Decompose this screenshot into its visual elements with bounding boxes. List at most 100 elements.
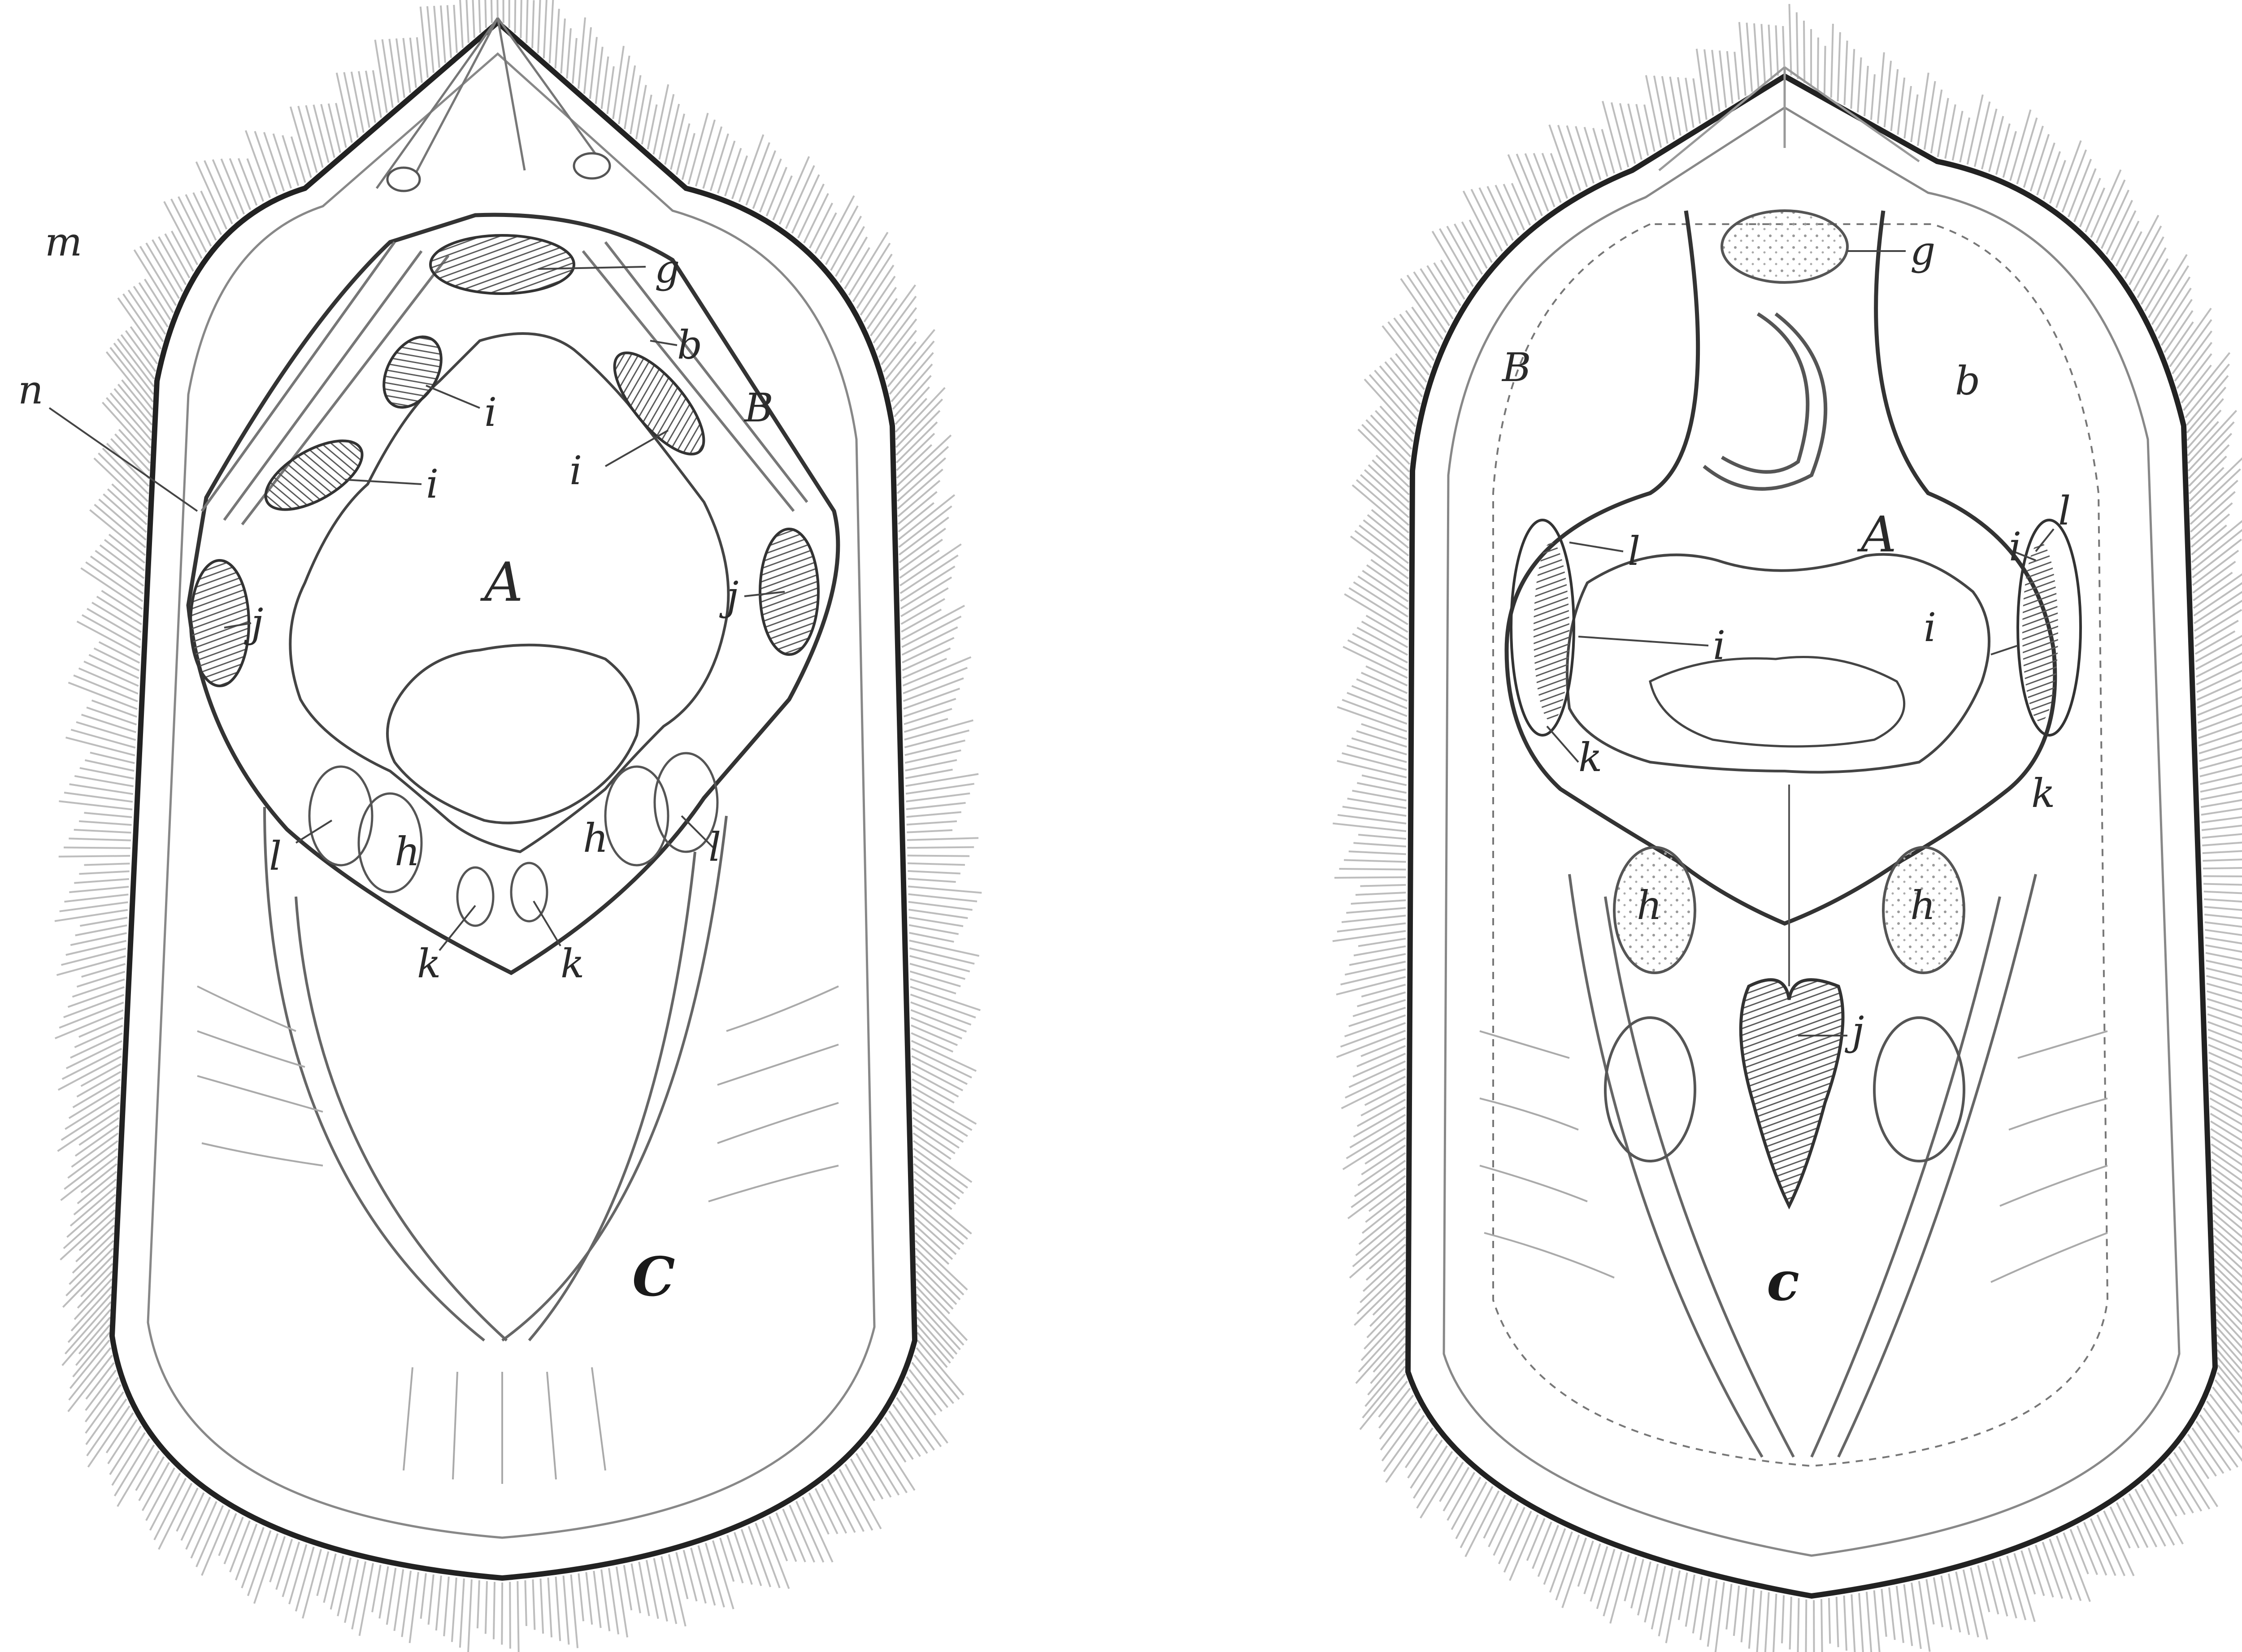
- cilium: [74, 879, 129, 883]
- cilium: [64, 847, 130, 848]
- cilium: [274, 134, 291, 188]
- cilium: [2207, 1014, 2242, 1037]
- cilium: [821, 196, 854, 259]
- cilium: [1356, 893, 1406, 895]
- cilium: [99, 499, 146, 540]
- cilium: [1347, 798, 1407, 808]
- cilium: [1593, 128, 1608, 177]
- organ-l: [655, 753, 717, 852]
- body-inner-wall: [1444, 108, 2179, 1556]
- cilium: [291, 137, 305, 183]
- cilium: [2203, 867, 2242, 868]
- cilium: [236, 1524, 256, 1580]
- cilium: [91, 556, 143, 594]
- cilium: [1726, 1584, 1731, 1629]
- cilium: [904, 1384, 947, 1443]
- cilium: [436, 1576, 441, 1630]
- cilium: [139, 283, 168, 327]
- label-i: i: [484, 389, 497, 435]
- label-C: c: [1767, 1250, 1799, 1313]
- cilium: [2195, 610, 2242, 638]
- cilium: [296, 1547, 314, 1612]
- cilium: [910, 979, 956, 993]
- cilium: [104, 540, 144, 571]
- cilium: [1612, 103, 1628, 167]
- cilium: [2175, 331, 2212, 381]
- cilium: [373, 70, 381, 118]
- cilium: [337, 73, 352, 143]
- cilium: [1727, 51, 1733, 104]
- cilium: [1747, 23, 1752, 92]
- cilium: [900, 544, 961, 585]
- label-g: g: [655, 246, 680, 292]
- cilium: [1337, 761, 1407, 777]
- organ-k: [511, 863, 547, 921]
- cilium: [112, 1433, 145, 1486]
- cilium: [75, 1126, 118, 1156]
- cilium: [1659, 1568, 1673, 1636]
- cilium: [434, 6, 439, 68]
- cilium: [1904, 1584, 1912, 1646]
- cilium: [864, 276, 895, 322]
- cilium: [901, 588, 948, 616]
- cilium: [2206, 961, 2242, 976]
- cilium: [815, 213, 836, 254]
- cilium: [803, 1497, 833, 1562]
- cilium: [417, 37, 422, 82]
- cilium: [2207, 999, 2242, 1013]
- cilium: [866, 1442, 899, 1495]
- cilium: [82, 715, 136, 732]
- cilium: [2043, 1542, 2063, 1599]
- cilium: [1734, 52, 1739, 100]
- lower-band: [502, 816, 726, 1340]
- cilium: [831, 216, 861, 270]
- cilium: [1380, 366, 1418, 412]
- label-B: B: [1501, 344, 1531, 390]
- cilium: [2096, 180, 2125, 243]
- cilium: [1603, 101, 1621, 170]
- cilium: [2187, 399, 2223, 440]
- cilium: [915, 1218, 956, 1254]
- cilium: [1360, 885, 1406, 886]
- cilium: [906, 812, 961, 817]
- cilium: [904, 709, 952, 724]
- cilium: [1366, 666, 1407, 685]
- cilium: [1464, 191, 1497, 257]
- cilium: [1551, 153, 1567, 199]
- cilium: [2133, 237, 2164, 291]
- cilium: [109, 534, 145, 563]
- cilium: [107, 443, 148, 486]
- cilium: [2202, 833, 2242, 837]
- cilium: [2203, 884, 2242, 885]
- cilium: [1360, 1374, 1405, 1430]
- cilium: [2203, 851, 2242, 853]
- cilium: [460, 1578, 464, 1648]
- organ-k: [457, 867, 493, 926]
- cilium: [2104, 1511, 2134, 1576]
- cilium: [826, 206, 858, 264]
- cilium: [910, 956, 970, 971]
- cilium: [64, 793, 133, 802]
- apical-pore: [574, 153, 610, 178]
- cilium: [178, 197, 206, 252]
- cilium: [352, 1561, 365, 1629]
- cilium: [123, 294, 161, 349]
- cilium: [906, 793, 970, 802]
- cilium: [590, 37, 597, 99]
- cilium: [69, 838, 131, 840]
- cilium: [1381, 1402, 1416, 1450]
- cilium: [1652, 1566, 1665, 1630]
- cilium: [2017, 118, 2037, 184]
- cilium: [1646, 75, 1661, 147]
- cilium: [2138, 248, 2166, 298]
- cilium: [2210, 1091, 2242, 1116]
- cilium: [884, 330, 917, 372]
- cilium: [1354, 1107, 1406, 1137]
- cilium: [517, 1581, 518, 1652]
- cilium: [671, 114, 684, 170]
- label-k: k: [1578, 734, 1602, 780]
- cilium: [1831, 24, 1833, 98]
- cilium: [550, 0, 553, 63]
- cilium: [1354, 946, 1406, 956]
- cilium: [909, 948, 974, 964]
